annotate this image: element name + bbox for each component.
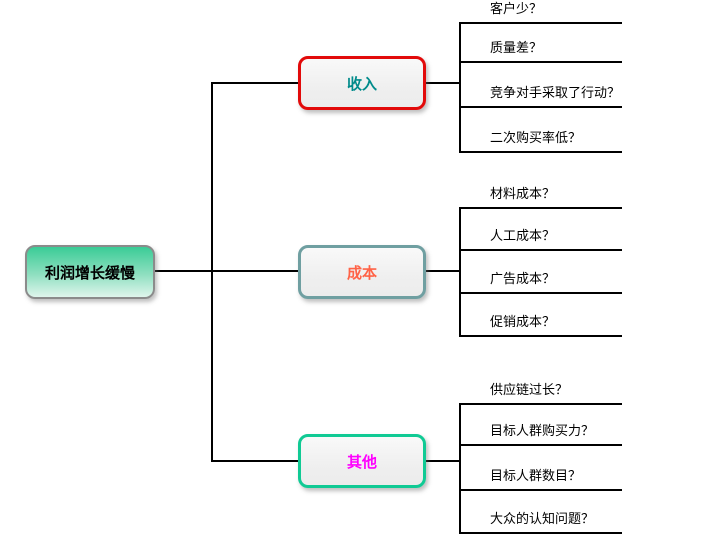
leaf-node-label: 人工成本？ bbox=[490, 229, 556, 244]
leaf-node[interactable]: 促销成本？ bbox=[459, 307, 622, 337]
branch-node-income[interactable]: 收入 bbox=[298, 56, 426, 110]
leaf-node-label: 大众的认知问题？ bbox=[490, 512, 595, 527]
leaf-node[interactable]: 目标人群数目？ bbox=[459, 461, 622, 491]
leaf-node-label: 二次购买率低？ bbox=[490, 131, 582, 146]
branch-node-other-label: 其他 bbox=[346, 452, 377, 471]
leaf-node[interactable]: 广告成本？ bbox=[459, 264, 622, 294]
leaf-node-label: 目标人群数目？ bbox=[490, 469, 582, 484]
leaf-node-label: 广告成本？ bbox=[490, 272, 556, 287]
leaf-node-label: 质量差？ bbox=[490, 41, 543, 56]
connector-income-to-leaves bbox=[426, 82, 459, 84]
root-node-label: 利润增长缓慢 bbox=[44, 263, 135, 282]
leaf-node[interactable]: 竞争对手采取了行动？ bbox=[459, 78, 622, 108]
cost-leaves-vertical-line bbox=[459, 207, 461, 337]
income-leaves-vertical-line bbox=[459, 22, 461, 153]
leaf-node[interactable]: 人工成本？ bbox=[459, 221, 622, 251]
leaf-node[interactable]: 目标人群购买力？ bbox=[459, 416, 622, 446]
connector-root-to-trunk bbox=[155, 270, 298, 272]
connector-other-to-leaves bbox=[426, 460, 459, 462]
connector-trunk-to-other bbox=[211, 460, 298, 462]
branch-node-other[interactable]: 其他 bbox=[298, 434, 426, 488]
leaf-node-label: 供应链过长？ bbox=[490, 383, 569, 398]
leaf-node[interactable]: 质量差？ bbox=[459, 33, 622, 63]
root-node[interactable]: 利润增长缓慢 bbox=[25, 245, 155, 299]
leaf-node[interactable]: 材料成本？ bbox=[459, 179, 622, 209]
leaf-node[interactable]: 二次购买率低？ bbox=[459, 123, 622, 153]
branch-node-cost-label: 成本 bbox=[346, 263, 377, 282]
leaf-node-label: 促销成本？ bbox=[490, 315, 556, 330]
leaf-node-label: 客户少？ bbox=[490, 2, 543, 17]
leaf-node-label: 材料成本？ bbox=[490, 187, 556, 202]
other-leaves-vertical-line bbox=[459, 403, 461, 534]
trunk-vertical-line bbox=[211, 82, 213, 462]
leaf-node-label: 目标人群购买力？ bbox=[490, 424, 595, 439]
branch-node-cost[interactable]: 成本 bbox=[298, 245, 426, 299]
branch-node-income-label: 收入 bbox=[346, 74, 377, 93]
connector-cost-to-leaves bbox=[426, 270, 459, 272]
leaf-node[interactable]: 供应链过长？ bbox=[459, 375, 622, 405]
leaf-node[interactable]: 大众的认知问题？ bbox=[459, 504, 622, 534]
leaf-node-label: 竞争对手采取了行动？ bbox=[490, 86, 621, 101]
connector-trunk-to-income bbox=[211, 82, 298, 84]
leaf-node[interactable]: 客户少？ bbox=[459, 0, 622, 24]
